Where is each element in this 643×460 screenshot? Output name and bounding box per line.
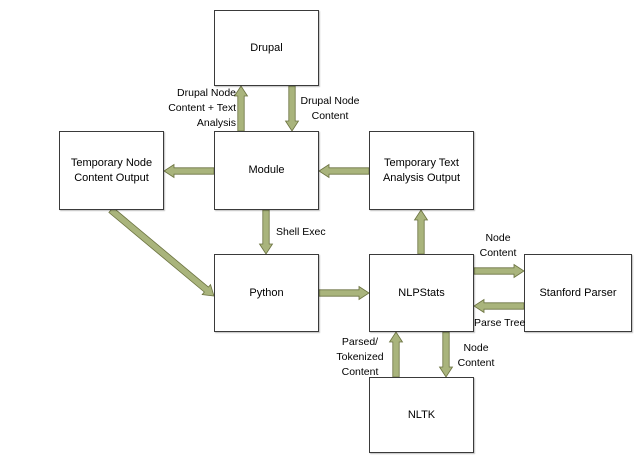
node-temporary-node-content-output: Temporary Node Content Output — [59, 131, 164, 210]
arrow-nlpstats-to-nltk — [438, 331, 454, 378]
edge-label-nltk-to-nlpstats: Parsed/ Tokenized Content — [336, 336, 384, 379]
node-drupal-label: Drupal — [250, 41, 283, 54]
arrow-module-to-temp-node-output — [163, 163, 215, 179]
node-python: Python — [214, 254, 319, 332]
arrow-nlpstats-to-temp-text-output — [413, 209, 429, 255]
node-nltk: NLTK — [369, 377, 474, 453]
arrow-drupal-to-module — [284, 85, 300, 132]
edge-label-module-to-python: Shell Exec — [276, 226, 326, 238]
node-nlpstats-label: NLPStats — [398, 286, 445, 299]
node-temporary-text-analysis-output-label: Temporary Text Analysis Output — [382, 156, 461, 184]
arrow-python-to-nlpstats — [318, 285, 370, 301]
arrow-temp-node-output-to-python — [108, 206, 215, 297]
edge-label-nlpstats-to-stanford: Node Content — [479, 232, 517, 260]
node-stanford-parser: Stanford Parser — [524, 254, 632, 332]
arrow-nltk-to-nlpstats — [388, 331, 404, 378]
node-nltk-label: NLTK — [407, 408, 436, 421]
node-module-label: Module — [248, 164, 285, 177]
node-drupal: Drupal — [214, 10, 319, 86]
arrow-module-to-drupal — [233, 85, 249, 132]
node-module: Module — [214, 131, 319, 210]
node-temporary-node-content-output-label: Temporary Node Content Output — [70, 156, 153, 184]
arrow-stanford-parser-to-nlpstats — [473, 298, 525, 314]
edge-label-stanford-to-nlpstats: Parse Tree — [474, 317, 526, 329]
node-nlpstats: NLPStats — [369, 254, 474, 332]
node-temporary-text-analysis-output: Temporary Text Analysis Output — [369, 131, 474, 210]
arrow-module-to-python — [258, 209, 274, 255]
arrow-nlpstats-to-stanford-parser — [473, 263, 525, 279]
edge-label-module-to-drupal: Drupal Node Content + Text Analysis — [168, 87, 236, 130]
edge-label-nlpstats-to-nltk: Node Content — [457, 342, 495, 370]
arrow-temp-text-output-to-module — [318, 163, 370, 179]
edge-label-drupal-to-module: Drupal Node Content — [300, 95, 360, 123]
node-stanford-parser-label: Stanford Parser — [539, 286, 617, 299]
node-python-label: Python — [249, 286, 284, 299]
